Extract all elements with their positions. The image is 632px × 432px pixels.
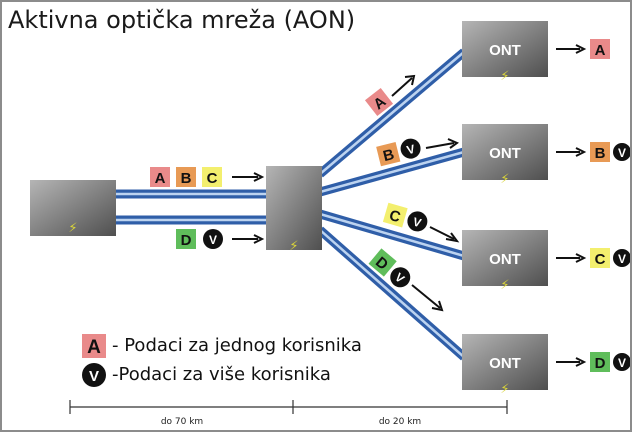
tag-group-lower-link: D V xyxy=(176,229,223,249)
fiber-switch-to-ont-1 xyxy=(317,48,467,178)
svg-text:B: B xyxy=(595,145,606,162)
svg-text:V: V xyxy=(618,356,626,370)
legend-multicast-symbol: V xyxy=(82,363,106,387)
tag-c: C xyxy=(590,248,610,268)
legend-unicast-symbol: A xyxy=(82,334,106,358)
tag-a: A xyxy=(590,39,610,59)
tag-a: A xyxy=(364,87,394,117)
ont-device-4: ONT ⚡ xyxy=(462,334,548,397)
data-flow-arrows xyxy=(232,44,587,367)
switch-device: ⚡ xyxy=(266,166,322,254)
ont-1-output: A xyxy=(590,39,610,59)
ont-label: ONT xyxy=(489,42,521,59)
connector-icon: ⚡ xyxy=(500,278,509,293)
svg-text:C: C xyxy=(595,251,606,268)
svg-text:V: V xyxy=(89,368,99,385)
fiber-switch-to-ont-2 xyxy=(318,147,466,197)
distance-label-second: do 20 km xyxy=(379,417,421,427)
tag-group-ont-1: A xyxy=(364,87,394,117)
diagram-title: Aktivna optička mreža (AON) xyxy=(8,6,356,34)
svg-text:D: D xyxy=(595,355,606,372)
fiber-links xyxy=(114,48,467,361)
ont-4-output: D V xyxy=(590,352,630,372)
connector-icon: ⚡ xyxy=(500,69,509,84)
tag-d: D xyxy=(176,229,196,249)
legend-unicast-text: - Podaci za jednog korisnika xyxy=(112,335,362,356)
svg-text:D: D xyxy=(181,232,192,249)
ont-device-2: ONT ⚡ xyxy=(462,124,548,187)
distance-label-first: do 70 km xyxy=(161,417,203,427)
svg-text:V: V xyxy=(618,146,626,160)
ont-label: ONT xyxy=(489,145,521,162)
ont-2-output: B V xyxy=(590,142,630,162)
svg-text:A: A xyxy=(87,337,101,358)
multicast-badge: V xyxy=(400,138,421,159)
multicast-badge: V xyxy=(390,267,411,288)
multicast-badge: V xyxy=(613,353,630,371)
svg-text:C: C xyxy=(387,207,402,226)
connector-icon: ⚡ xyxy=(289,239,298,254)
svg-text:V: V xyxy=(209,233,217,247)
tag-group-ont-3: C V xyxy=(382,202,428,232)
ont-label: ONT xyxy=(489,251,521,268)
multicast-badge: V xyxy=(613,249,630,267)
tag-b: B xyxy=(590,142,610,162)
fiber-switch-to-ont-4 xyxy=(317,226,467,361)
tag-group-upper-link: A B C xyxy=(150,167,222,187)
svg-text:V: V xyxy=(411,215,423,231)
ont-label: ONT xyxy=(489,355,521,372)
tag-group-ont-2: B V xyxy=(376,138,421,167)
svg-text:B: B xyxy=(181,170,192,187)
tag-d: D xyxy=(590,352,610,372)
tag-a: A xyxy=(150,167,170,187)
tag-group-ont-4: D V xyxy=(368,248,411,288)
svg-text:B: B xyxy=(381,146,396,165)
distance-scale: do 70 km do 20 km xyxy=(69,400,508,427)
svg-text:V: V xyxy=(618,252,626,266)
svg-text:A: A xyxy=(155,170,166,187)
tag-b: B xyxy=(176,167,196,187)
multicast-badge: V xyxy=(203,229,223,249)
ont-3-output: C V xyxy=(590,248,630,268)
connector-icon: ⚡ xyxy=(500,382,509,397)
ont-device-1: ONT ⚡ xyxy=(462,21,548,84)
svg-text:A: A xyxy=(595,42,606,59)
connector-icon: ⚡ xyxy=(68,221,77,236)
svg-text:C: C xyxy=(207,170,218,187)
tag-c: C xyxy=(202,167,222,187)
ont-device-3: ONT ⚡ xyxy=(462,230,548,293)
multicast-badge: V xyxy=(613,143,630,161)
tag-c: C xyxy=(382,202,408,228)
legend-multicast-text: -Podaci za više korisnika xyxy=(112,364,331,385)
tag-b: B xyxy=(376,142,401,167)
connector-icon: ⚡ xyxy=(500,172,509,187)
tag-d: D xyxy=(368,248,397,277)
fiber-switch-to-ont-3 xyxy=(318,209,466,261)
olt-device: ⚡ xyxy=(30,180,116,236)
multicast-badge: V xyxy=(407,211,428,232)
svg-text:V: V xyxy=(405,142,416,158)
